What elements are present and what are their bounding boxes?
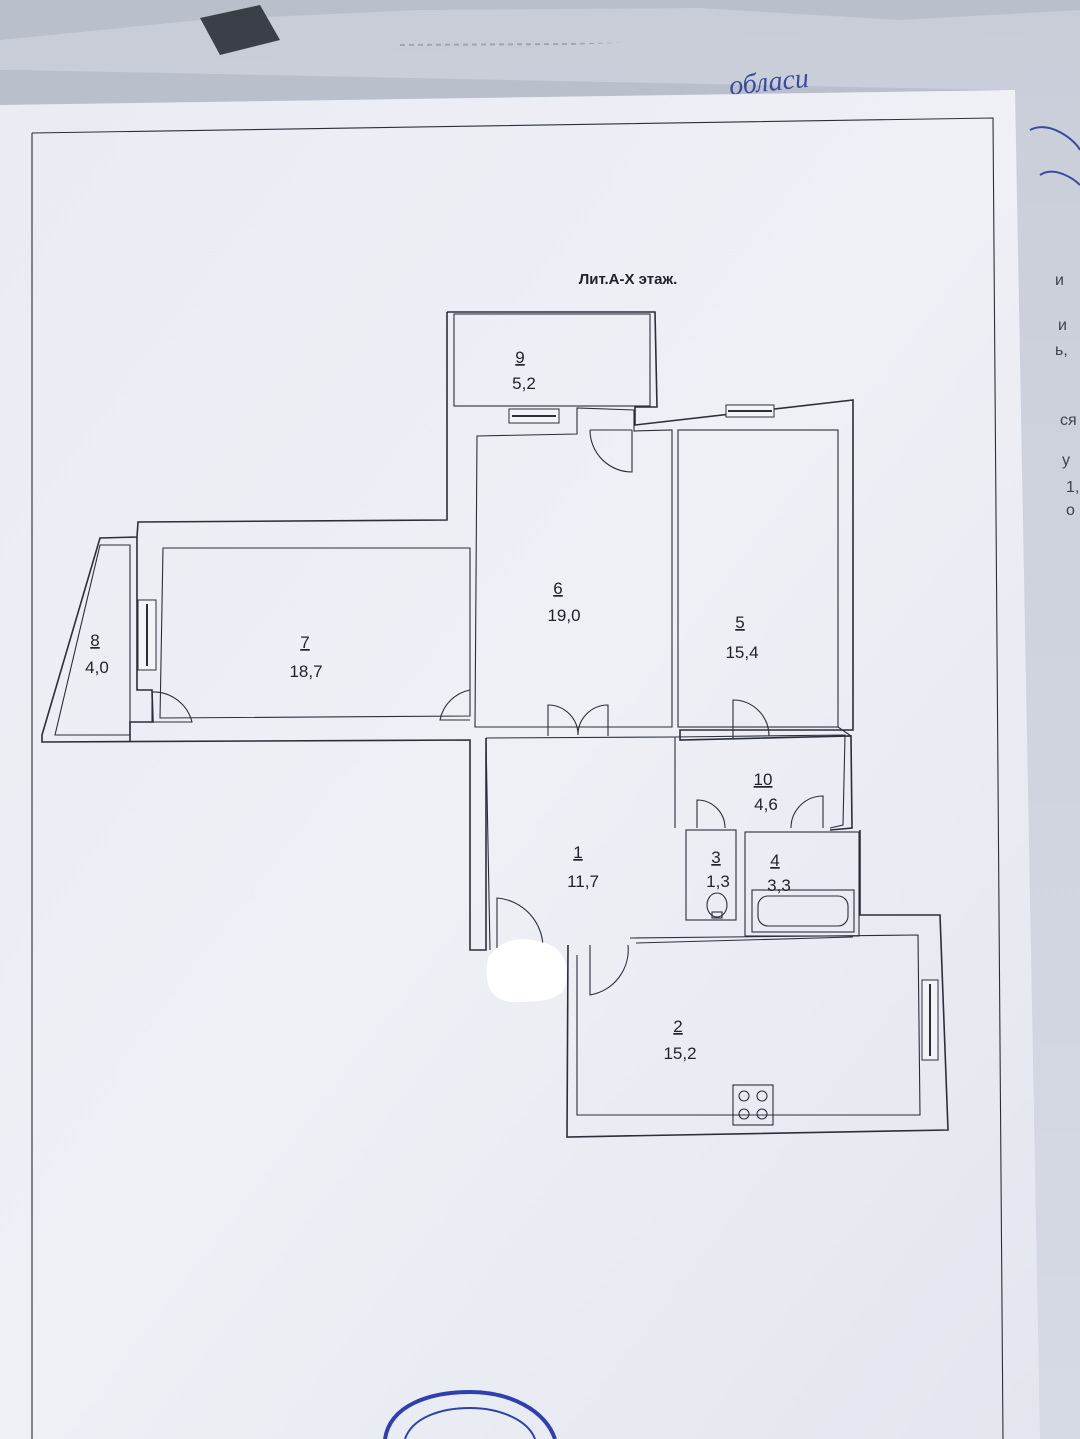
svg-text:6: 6 [553, 579, 562, 598]
svg-text:8: 8 [90, 631, 99, 650]
svg-text:18,7: 18,7 [289, 662, 322, 681]
room-1-label: 1 11,7 [567, 843, 599, 891]
room-2-label: 2 15,2 [663, 1017, 696, 1063]
svg-text:19,0: 19,0 [547, 606, 580, 625]
svg-text:4: 4 [770, 851, 779, 870]
stamp [383, 1389, 557, 1439]
room-8-label: 8 4,0 [85, 631, 109, 677]
svg-text:о: о [1066, 502, 1075, 519]
room-3-label: 3 1,3 [706, 848, 730, 891]
doors [151, 429, 824, 996]
back-sheet-text: и и ь, ся у 1, о [1055, 272, 1079, 519]
svg-text:9: 9 [515, 348, 524, 367]
plan-title: Лит.А-Х этаж. [579, 271, 678, 288]
svg-text:10: 10 [754, 770, 773, 789]
paper-sheet [0, 90, 1040, 1439]
folder-clip [200, 5, 280, 55]
frame-border [31, 117, 1004, 1439]
svg-text:и: и [1055, 272, 1064, 289]
svg-text:15,2: 15,2 [663, 1044, 696, 1063]
fixtures [706, 889, 855, 1126]
svg-text:3,3: 3,3 [767, 876, 791, 895]
windows [137, 404, 939, 1061]
room-labels: 9 5,2 6 19,0 5 15,4 7 18,7 8 4,0 10 4,6 [85, 348, 791, 1063]
svg-text:7: 7 [300, 633, 309, 652]
room-4-label: 4 3,3 [767, 851, 791, 895]
room-5-label: 5 15,4 [725, 613, 758, 662]
svg-text:11,7: 11,7 [567, 872, 599, 891]
svg-text:15,4: 15,4 [725, 643, 758, 662]
svg-text:1,: 1, [1066, 479, 1079, 496]
svg-text:3: 3 [711, 848, 720, 867]
svg-text:ь,: ь, [1055, 342, 1068, 359]
svg-text:4,0: 4,0 [85, 658, 109, 677]
svg-text:ся: ся [1060, 412, 1077, 429]
svg-text:1,3: 1,3 [706, 872, 730, 891]
room-6-label: 6 19,0 [547, 579, 580, 625]
bathtub-icon [751, 889, 855, 933]
stove-icon [732, 1084, 774, 1126]
svg-text:4,6: 4,6 [754, 795, 778, 814]
room-7-label: 7 18,7 [289, 633, 322, 681]
svg-text:1: 1 [573, 843, 582, 862]
room-10-label: 10 4,6 [754, 770, 778, 814]
svg-text:у: у [1062, 452, 1070, 469]
room-9-label: 9 5,2 [512, 348, 536, 393]
walls [41, 311, 949, 1138]
svg-text:и: и [1058, 317, 1067, 334]
toilet-icon [706, 892, 728, 919]
svg-text:2: 2 [673, 1017, 682, 1036]
svg-text:5: 5 [735, 613, 744, 632]
redaction-patch [486, 938, 567, 1003]
svg-text:5,2: 5,2 [512, 374, 536, 393]
